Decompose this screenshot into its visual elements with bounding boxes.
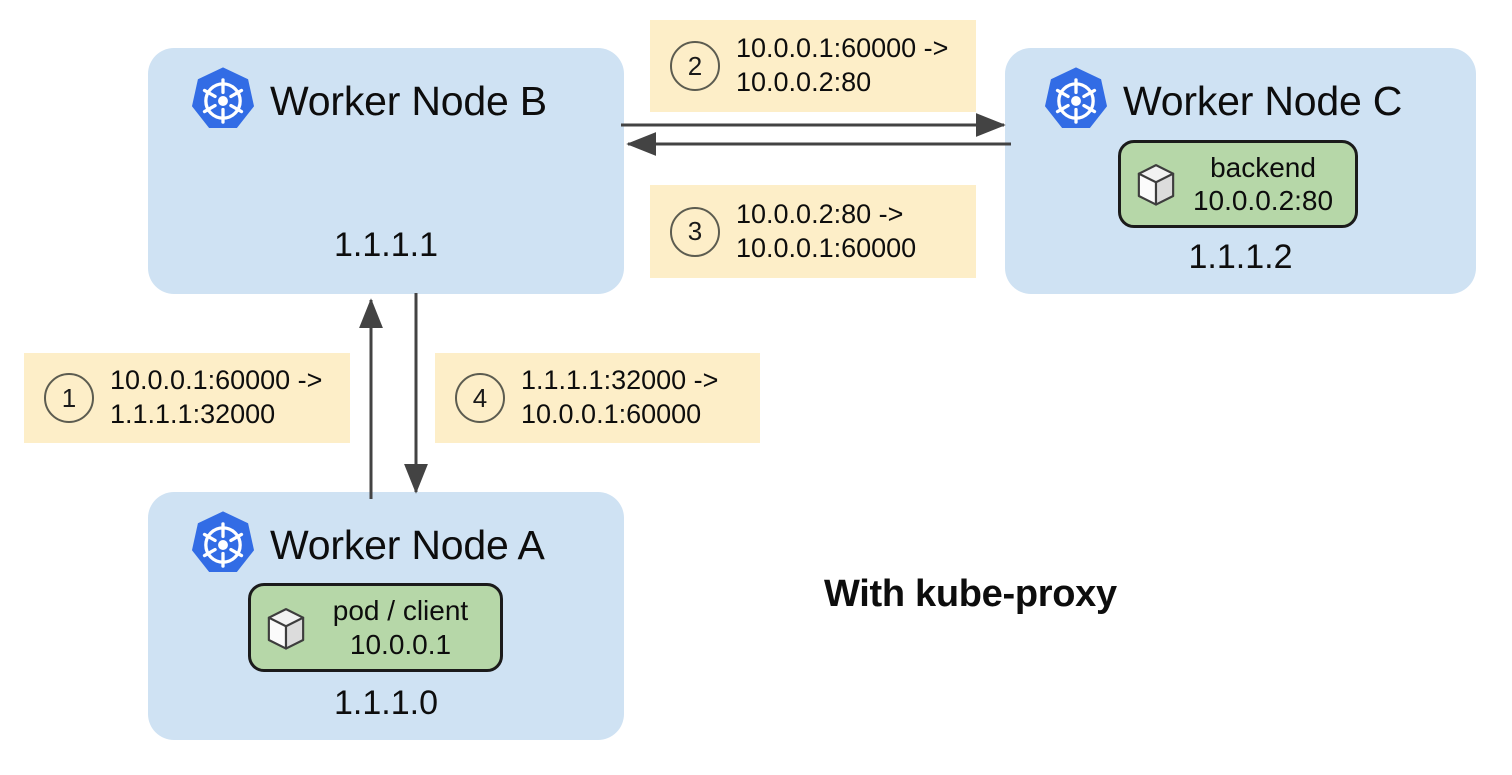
step-line-2: 10.0.0.1:60000	[736, 232, 917, 263]
node-title-worker-node-c: Worker Node C	[1123, 77, 1403, 124]
pod-name-pod-client: pod / client	[332, 595, 469, 627]
arrow-b-to-c	[621, 113, 1006, 137]
pod-name-backend: backend	[1210, 151, 1316, 183]
node-title-worker-node-b: Worker Node B	[270, 77, 547, 124]
node-ip-worker-node-c: 1.1.1.2	[1188, 238, 1293, 276]
step-label-4: 4 1.1.1.1:32000 -> 10.0.0.1:60000	[435, 353, 760, 443]
step-line-1: 10.0.0.2:80 ->	[736, 198, 904, 229]
step-label-1: 1 10.0.0.1:60000 -> 1.1.1.1:32000	[24, 353, 350, 443]
pod-address-pod-client: 10.0.0.1	[349, 628, 452, 660]
node-header-worker-node-c: Worker Node C	[1043, 66, 1402, 136]
step-line-1: 10.0.0.1:60000 ->	[110, 365, 323, 396]
pod-address-backend: 10.0.0.2:80	[1192, 185, 1334, 216]
arrow-c-to-b	[626, 132, 1011, 156]
step-line-1: 10.0.0.1:60000 ->	[736, 33, 949, 64]
step-text-4: 1.1.1.1:32000 -> 10.0.0.1:60000	[521, 364, 718, 432]
arrow-b-to-a	[404, 293, 428, 494]
step-number-1: 1	[44, 373, 94, 423]
node-box-worker-node-a: Worker Node A pod / client 10.0.0.1 1.1.…	[148, 492, 624, 740]
node-ip-worker-node-b: 1.1.1.1	[334, 226, 438, 264]
node-header-worker-node-b: Worker Node B	[190, 66, 547, 136]
step-text-1: 10.0.0.1:60000 -> 1.1.1.1:32000	[110, 364, 322, 432]
node-ip-worker-node-a: 1.1.1.0	[334, 684, 438, 722]
kubernetes-icon	[191, 511, 255, 573]
step-number-4: 4	[455, 373, 505, 423]
step-number-2: 2	[670, 41, 720, 91]
step-label-3: 3 10.0.0.2:80 -> 10.0.0.1:60000	[650, 185, 976, 278]
arrow-a-to-b	[359, 298, 383, 499]
node-box-worker-node-c: Worker Node C backend 10.0.0.2:80 1.1.1.…	[1005, 48, 1476, 294]
cube-icon	[1137, 164, 1175, 206]
kubernetes-icon	[191, 67, 255, 129]
pod-box-backend: backend 10.0.0.2:80	[1118, 140, 1358, 228]
pod-text-backend: backend 10.0.0.2:80	[1177, 151, 1355, 217]
step-line-2: 10.0.0.2:80	[736, 67, 872, 97]
pod-text-pod-client: pod / client 10.0.0.1	[307, 594, 500, 660]
step-line-2: 10.0.0.1:60000	[521, 399, 702, 429]
node-box-worker-node-b: Worker Node B 1.1.1.1	[148, 48, 624, 294]
pod-box-pod-client: pod / client 10.0.0.1	[248, 583, 503, 672]
step-text-2: 10.0.0.1:60000 -> 10.0.0.2:80	[736, 32, 948, 100]
step-line-1: 1.1.1.1:32000 ->	[521, 365, 719, 396]
node-title-worker-node-a: Worker Node A	[270, 521, 545, 568]
kubernetes-icon	[1044, 67, 1108, 129]
node-header-worker-node-a: Worker Node A	[190, 510, 545, 580]
step-text-3: 10.0.0.2:80 -> 10.0.0.1:60000	[736, 198, 916, 266]
diagram-caption: With kube-proxy	[824, 573, 1117, 615]
step-label-2: 2 10.0.0.1:60000 -> 10.0.0.2:80	[650, 20, 976, 112]
cube-icon	[267, 607, 305, 650]
step-number-3: 3	[670, 206, 720, 257]
step-line-2: 1.1.1.1:32000	[110, 399, 276, 429]
